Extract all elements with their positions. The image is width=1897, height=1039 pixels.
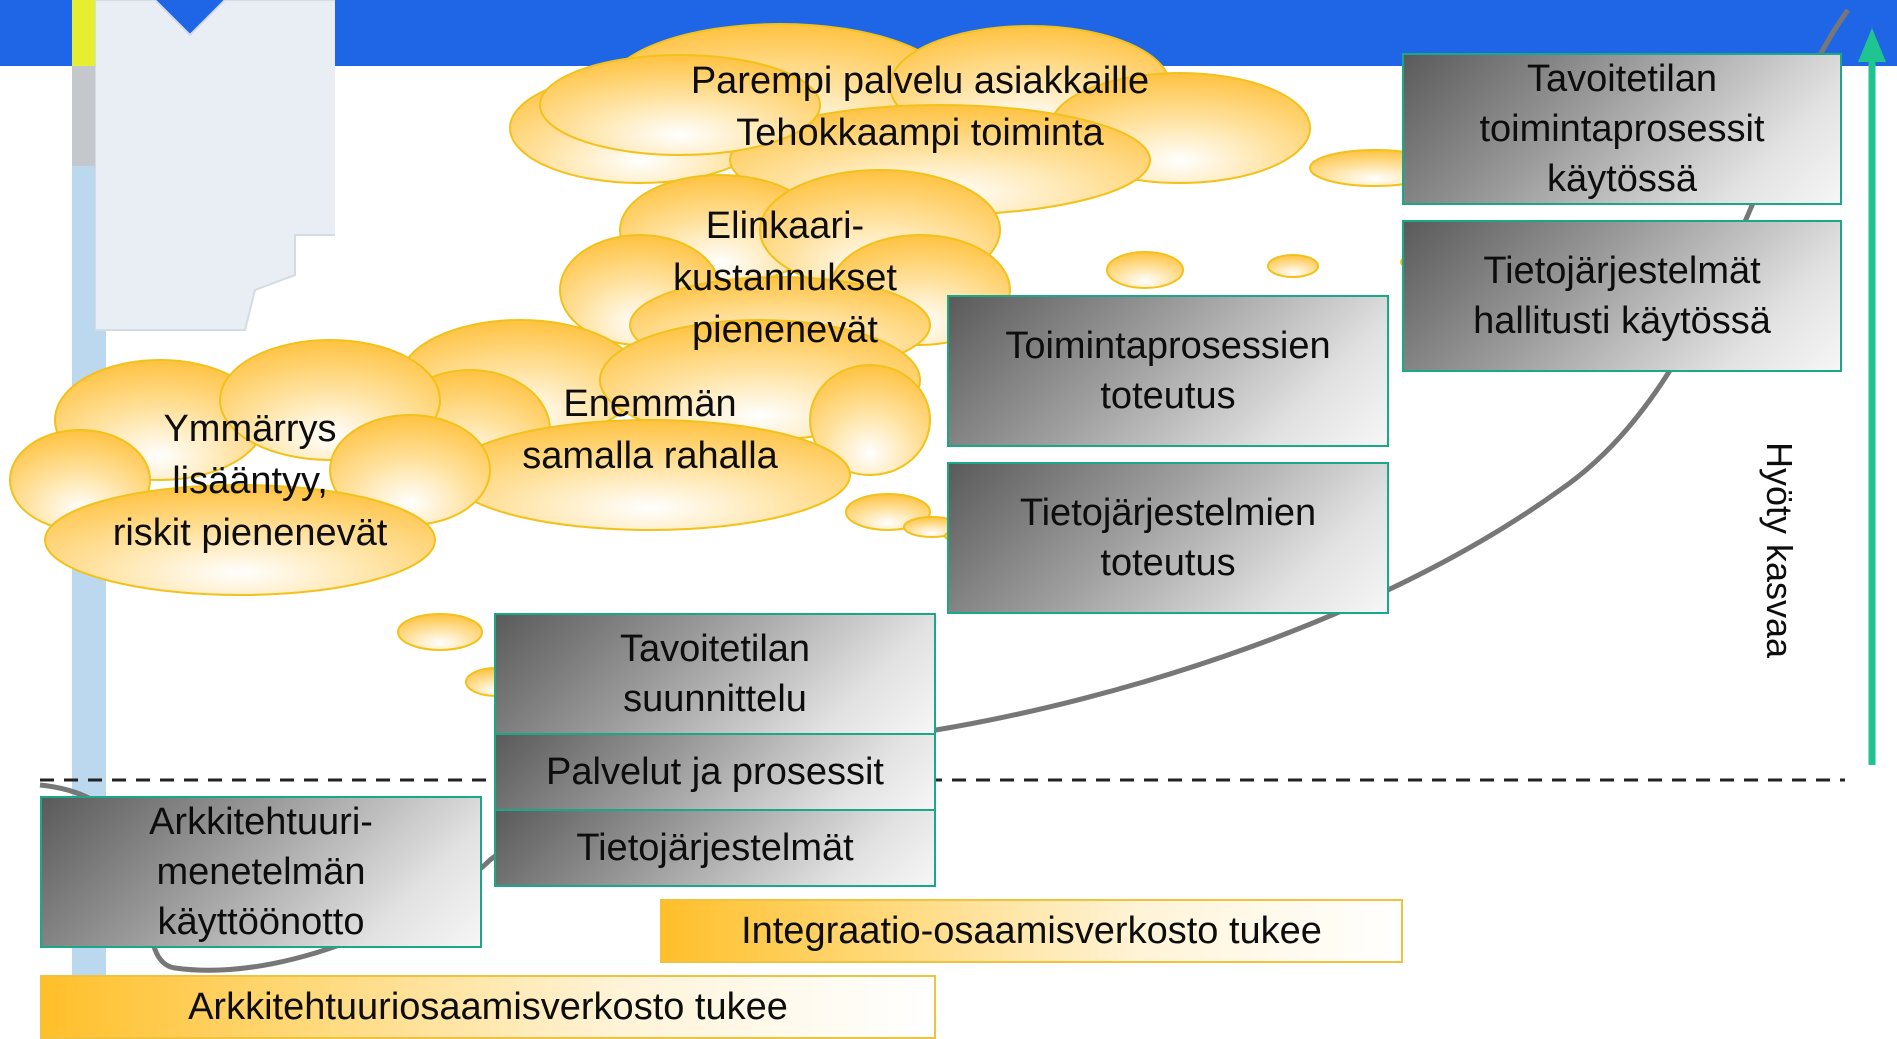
benefit-arrow-head	[1858, 28, 1886, 62]
box-services-processes: Palvelut ja prosessit	[494, 733, 936, 811]
cloud-better-service	[509, 23, 1311, 216]
cloud-understanding	[9, 339, 491, 596]
cloud-text-better-service: Parempi palvelu asiakkaille Tehokkaampi …	[690, 60, 1150, 154]
box-target-processes-in-use: Tavoitetilan toimintaprosessit käytössä	[1402, 53, 1842, 205]
cloud-text-understanding: Ymmärrys lisääntyy, riskit pienenevät	[112, 408, 388, 554]
cloud-text-more-value: Enemmän samalla rahalla	[522, 383, 778, 477]
box-information-systems: Tietojärjestelmät	[494, 809, 936, 887]
axis-label-benefit: Hyöty kasvaa	[1754, 400, 1804, 700]
gear-icon	[95, 0, 335, 331]
box-method-adoption: Arkkitehtuuri- menetelmän käyttöönotto	[40, 796, 482, 948]
cloud-more-value	[389, 319, 931, 531]
bar-architecture-network: Arkkitehtuuriosaamisverkosto tukee	[40, 975, 936, 1039]
cloud-text-lifecycle-costs: Elinkaari- kustannukset pienenevät	[673, 205, 897, 351]
box-target-planning: Tavoitetilan suunnittelu	[494, 613, 936, 735]
bar-integration-network: Integraatio-osaamisverkosto tukee	[660, 899, 1403, 963]
box-system-implementation: Tietojärjestelmien toteutus	[947, 462, 1389, 614]
box-process-implementation: Toimintaprosessien toteutus	[947, 295, 1389, 447]
box-systems-managed: Tietojärjestelmät hallitusti käytössä	[1402, 220, 1842, 372]
